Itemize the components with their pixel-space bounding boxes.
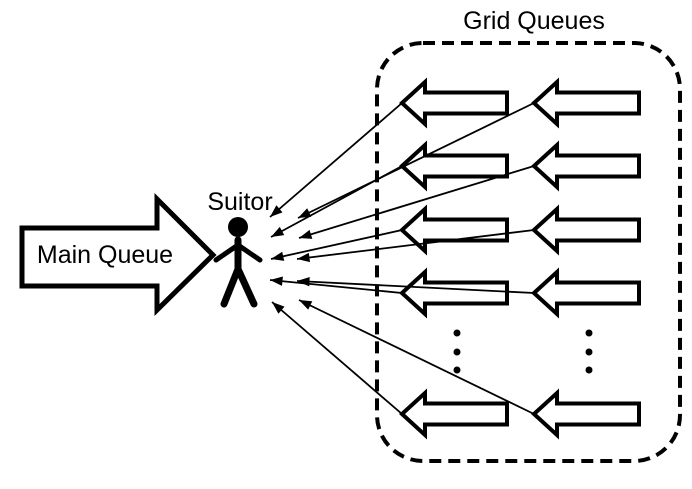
grid-queue-arrow — [531, 77, 641, 129]
queue-to-suitor-line — [270, 229, 403, 261]
grid-queue-arrow — [531, 388, 641, 440]
queue-to-suitor-line — [269, 102, 403, 218]
grid-queues-label: Grid Queues — [463, 7, 605, 35]
queue-to-suitor-line — [298, 165, 535, 239]
grid-queue-arrow — [399, 77, 509, 129]
queue-to-suitor-lines — [269, 102, 535, 415]
main-queue-arrow — [19, 192, 217, 316]
grid-queue-arrow — [399, 388, 509, 440]
grid-queue-arrow — [399, 140, 509, 192]
ellipsis-dot — [453, 366, 461, 374]
queue-to-suitor-line — [269, 276, 403, 294]
ellipsis-dot — [453, 329, 461, 337]
suitor-head — [228, 217, 248, 237]
grid-queues-boundary — [375, 41, 682, 463]
grid-queue-arrow — [399, 204, 509, 256]
ellipsis-dot — [585, 366, 593, 374]
grid-queue-arrow — [531, 204, 641, 256]
queue-to-suitor-line — [270, 165, 403, 238]
queue-to-suitor-line — [297, 102, 535, 219]
main-queue-label: Main Queue — [37, 241, 173, 269]
suitor-legs — [220, 265, 258, 308]
suitor-arms — [213, 242, 263, 263]
grid-queue-arrow — [531, 267, 641, 319]
queue-to-suitor-line — [271, 301, 403, 415]
suitor-figure — [213, 217, 263, 308]
ellipsis-dot — [585, 329, 593, 337]
queue-to-suitor-line — [296, 229, 535, 263]
grid-queue-arrow — [531, 140, 641, 192]
queue-to-suitor-line — [296, 276, 535, 294]
queue-to-suitor-line — [298, 299, 535, 415]
suitor-label: Suitor — [207, 188, 272, 216]
ellipsis-dots — [453, 329, 593, 374]
ellipsis-dot — [453, 348, 461, 356]
ellipsis-dot — [585, 348, 593, 356]
grid-queue-arrows — [399, 77, 641, 440]
grid-queue-arrow — [399, 267, 509, 319]
